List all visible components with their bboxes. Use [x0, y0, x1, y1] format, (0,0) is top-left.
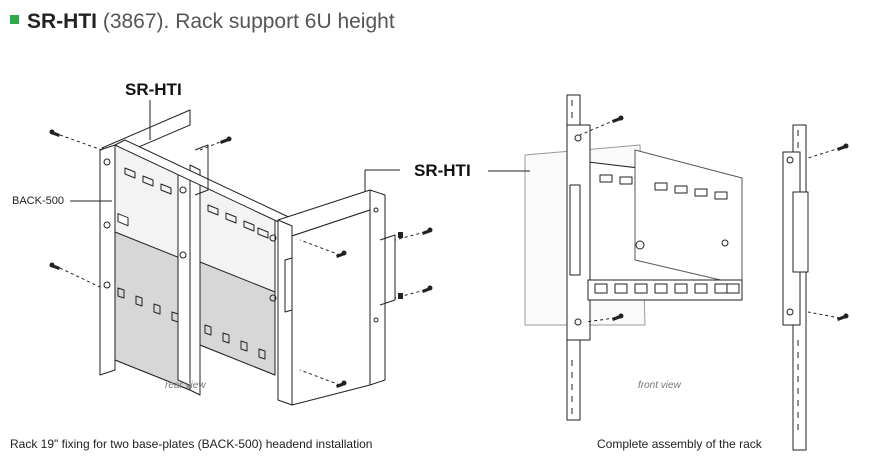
rack-ear-right: [369, 189, 386, 386]
title-product-code: SR-HTI: [27, 10, 97, 33]
back-500-label: BACK-500: [12, 195, 64, 207]
left-top-product-label: SR-HTI: [125, 80, 182, 99]
right-product-label: SR-HTI: [414, 161, 471, 180]
front-view-label: front view: [638, 380, 681, 391]
right-caption: Complete assembly of the rack: [597, 437, 762, 451]
title-description: (3867). Rack support 6U height: [97, 10, 395, 33]
title-bullet-icon: [10, 15, 19, 24]
page-title: SR-HTI (3867). Rack support 6U height: [10, 8, 395, 36]
rear-view-label: rear view: [165, 380, 206, 391]
left-caption: Rack 19" fixing for two base-plates (BAC…: [10, 437, 373, 451]
